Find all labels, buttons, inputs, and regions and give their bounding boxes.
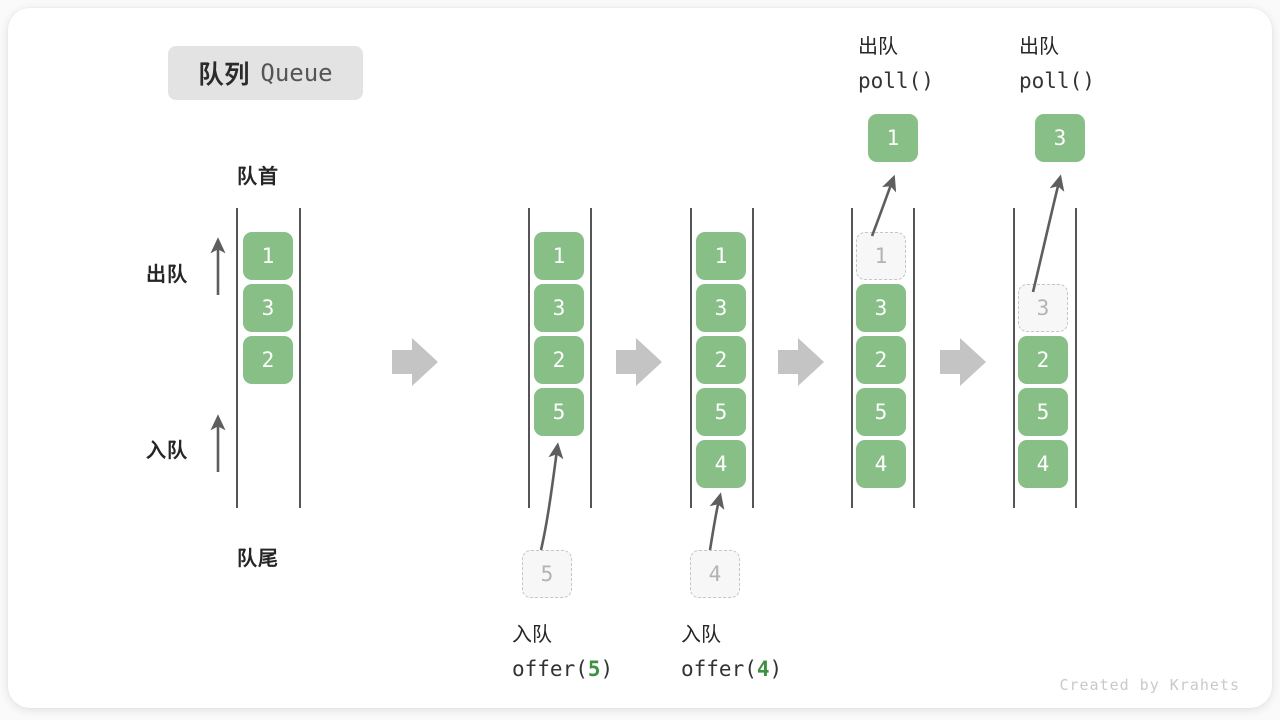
operation-code-suffix: )	[769, 657, 783, 681]
label-dequeue: 出队	[146, 264, 188, 286]
queue-rail-left-c2	[528, 208, 530, 508]
queue-cell: 1	[534, 232, 584, 280]
operation-code: offer(5)	[512, 652, 632, 686]
queue-cell: 2	[534, 336, 584, 384]
pending-enqueue-value: 4	[690, 550, 740, 598]
operation-name-cn: 入队	[512, 624, 552, 646]
title-en: Queue	[260, 59, 333, 87]
queue-rail-left-c3	[690, 208, 692, 508]
queue-cell: 3	[243, 284, 293, 332]
label-queue-head: 队首	[237, 166, 279, 188]
label-queue-tail: 队尾	[237, 548, 279, 570]
operation-argument: 4	[756, 657, 770, 681]
queue-cell: 2	[243, 336, 293, 384]
operation-code-suffix: )	[600, 657, 614, 681]
operation-code: offer(4)	[681, 652, 801, 686]
queue-rail-left-c4	[851, 208, 853, 508]
queue-cell: 3	[696, 284, 746, 332]
operation-label-poll-3: 出队 poll()	[1019, 30, 1119, 98]
queue-cell: 1	[696, 232, 746, 280]
queue-rail-right-c1	[299, 208, 301, 508]
queue-cell: 5	[1018, 388, 1068, 436]
operation-code: poll()	[858, 64, 958, 98]
operation-code-prefix: poll(	[1019, 69, 1083, 93]
dequeued-value: 3	[1035, 114, 1085, 162]
title-cn: 队列	[198, 61, 251, 89]
queue-cell: 2	[856, 336, 906, 384]
operation-label-poll-1: 出队 poll()	[858, 30, 958, 98]
queue-cell: 1	[243, 232, 293, 280]
queue-cell: 2	[696, 336, 746, 384]
operation-name-cn: 入队	[681, 624, 721, 646]
queue-rail-right-c3	[752, 208, 754, 508]
queue-cell: 3	[534, 284, 584, 332]
queue-cell: 3	[856, 284, 906, 332]
operation-name-cn: 出队	[858, 36, 898, 58]
operation-code: poll()	[1019, 64, 1119, 98]
queue-cell-new: 4	[696, 440, 746, 488]
operation-code-suffix: )	[921, 69, 934, 93]
operation-label-offer-5: 入队 offer(5)	[512, 618, 632, 686]
removed-queue-cell: 3	[1018, 284, 1068, 332]
attribution-footer: Created by Krahets	[1059, 676, 1240, 694]
queue-cell-new: 5	[534, 388, 584, 436]
operation-code-prefix: poll(	[858, 69, 922, 93]
operation-code-prefix: offer(	[681, 657, 757, 681]
queue-rail-left-c5	[1013, 208, 1015, 508]
queue-cell: 5	[856, 388, 906, 436]
queue-rail-right-c2	[590, 208, 592, 508]
diagram-card	[8, 8, 1272, 708]
queue-rail-right-c5	[1075, 208, 1077, 508]
operation-name-cn: 出队	[1019, 36, 1059, 58]
dequeued-value: 1	[868, 114, 918, 162]
operation-code-prefix: offer(	[512, 657, 588, 681]
pending-enqueue-value: 5	[522, 550, 572, 598]
queue-cell: 4	[856, 440, 906, 488]
queue-rail-left-c1	[236, 208, 238, 508]
operation-label-offer-4: 入队 offer(4)	[681, 618, 801, 686]
queue-cell: 5	[696, 388, 746, 436]
operation-code-suffix: )	[1082, 69, 1095, 93]
diagram-title-chip: 队列 Queue	[168, 46, 363, 100]
removed-queue-cell: 1	[856, 232, 906, 280]
queue-cell: 4	[1018, 440, 1068, 488]
queue-rail-right-c4	[913, 208, 915, 508]
operation-argument: 5	[587, 657, 601, 681]
label-enqueue: 入队	[146, 440, 188, 462]
queue-cell: 2	[1018, 336, 1068, 384]
